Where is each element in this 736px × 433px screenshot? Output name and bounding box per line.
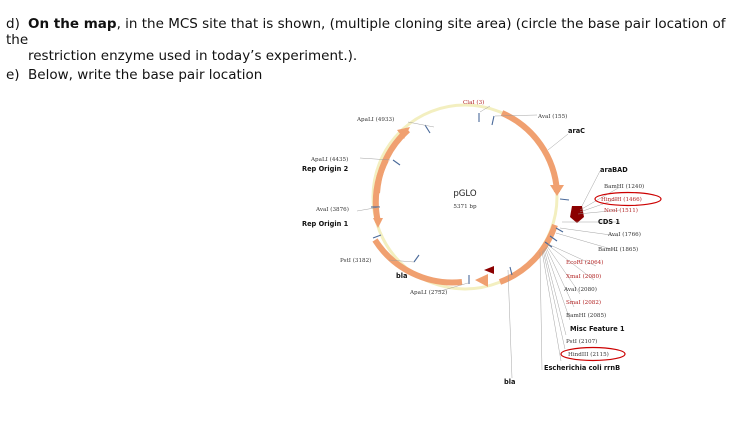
label-xmai-2080: XmaI (2080) <box>566 273 601 280</box>
arac-arrowhead-icon <box>550 185 564 196</box>
label-arabad: araBAD <box>600 166 628 174</box>
question-e: e) Below, write the base pair location <box>6 67 262 83</box>
arabad-marker-icon <box>570 206 584 223</box>
cds1-feature-arc <box>498 224 558 285</box>
question-d-bold: On the map <box>28 16 117 32</box>
label-apali-4933: ApaLI (4933) <box>356 116 394 123</box>
label-aval-155: AvaI (155) <box>537 113 567 120</box>
label-cds1: CDS 1 <box>598 218 620 226</box>
question-d-label: d) <box>6 16 20 32</box>
question-d-text-line2: restriction enzyme used in today’s exper… <box>28 48 358 64</box>
question-d: d) On the map, in the MCS site that is sh… <box>6 16 730 64</box>
label-psti-3182: PstI (3182) <box>340 257 371 264</box>
label-ecoli-rrnb: Escherichia coli rrnB <box>544 364 620 372</box>
label-bla-bottom: bla <box>504 378 515 386</box>
label-bla-left: bla <box>396 272 407 280</box>
label-rep-origin-2: Rep Origin 2 <box>302 165 349 173</box>
question-d-text: , in the MCS site that is shown, (multip… <box>6 16 726 48</box>
label-ncoi-1511: NcoI (1511) <box>604 207 638 214</box>
label-bamhi-1865: BamHI (1865) <box>598 246 638 253</box>
label-bamhi-2085: BamHI (2085) <box>566 312 606 319</box>
leader-lines <box>356 105 621 379</box>
hindiii-1466-circle <box>594 191 662 207</box>
label-hindiii-1466: HindIII (1466) <box>601 196 642 203</box>
restriction-site-ticks <box>371 113 570 284</box>
plasmid-size: 5371 bp <box>453 204 477 210</box>
label-bamhi-1240: BamHI (1240) <box>604 183 644 190</box>
label-aval-3876: AvaI (3876) <box>315 206 349 213</box>
label-aval-2080: AvaI (2080) <box>563 286 597 293</box>
label-clai: ClaI (3) <box>463 99 484 106</box>
label-arac: araC <box>568 127 585 135</box>
rep-origin-2-arrowhead-icon <box>397 127 410 139</box>
label-apali-4435: ApaLI (4435) <box>310 156 348 163</box>
question-e-text: Below, write the base pair location <box>28 67 263 83</box>
label-apali-2752: ApaLI (2752) <box>409 289 447 296</box>
plasmid-name: pGLO <box>453 189 477 199</box>
label-aval-1766: AvaI (1766) <box>607 231 641 238</box>
label-psti-2107: PstI (2107) <box>566 338 597 345</box>
hindiii-2115-circle <box>560 346 626 362</box>
gfp-arrow-icon <box>484 266 494 274</box>
label-hindiii-2115: HindIII (2115) <box>568 351 609 358</box>
label-smai-2082: SmaI (2082) <box>566 299 601 306</box>
bla-feature-arc <box>372 238 463 286</box>
arac-feature-arc <box>500 110 560 193</box>
bla-arrowhead-icon <box>475 274 488 287</box>
label-misc-feature-1: Misc Feature 1 <box>570 325 625 333</box>
label-ecori-2064: EcoRI (2064) <box>566 259 603 266</box>
question-e-label: e) <box>6 67 20 83</box>
rep-origin-1-arrowhead-icon <box>373 218 383 228</box>
label-rep-origin-1: Rep Origin 1 <box>302 220 349 228</box>
